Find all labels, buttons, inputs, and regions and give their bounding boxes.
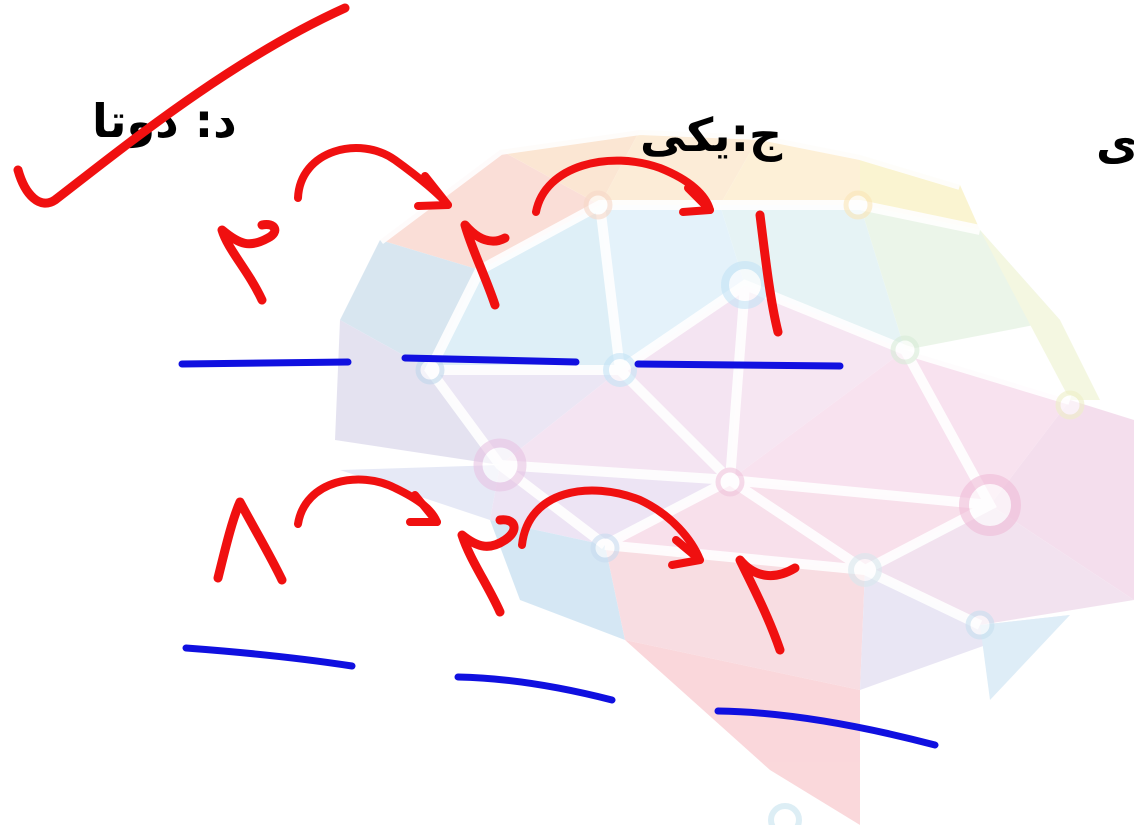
digit-row1-2	[460, 220, 510, 310]
digit-row1-1	[755, 210, 783, 337]
digit-row2-8	[213, 497, 287, 585]
answer-line-row1-1	[178, 358, 352, 368]
answer-line-row1-3	[634, 360, 844, 370]
option-b-partial-label: ی	[1096, 116, 1134, 170]
digit-row2-4	[457, 515, 519, 617]
digit-row1-4	[217, 219, 280, 305]
option-c-label: ج:یکی	[640, 108, 783, 162]
checkmark-icon	[13, 3, 350, 208]
answer-line-row2-2	[454, 673, 616, 704]
answer-line-row2-1	[182, 644, 356, 670]
digit-row2-2	[735, 555, 800, 655]
arrow-row1-b	[532, 156, 714, 216]
answer-line-row1-2	[401, 354, 580, 366]
answer-line-row2-3	[714, 707, 939, 749]
arrow-row2-b	[518, 486, 704, 564]
